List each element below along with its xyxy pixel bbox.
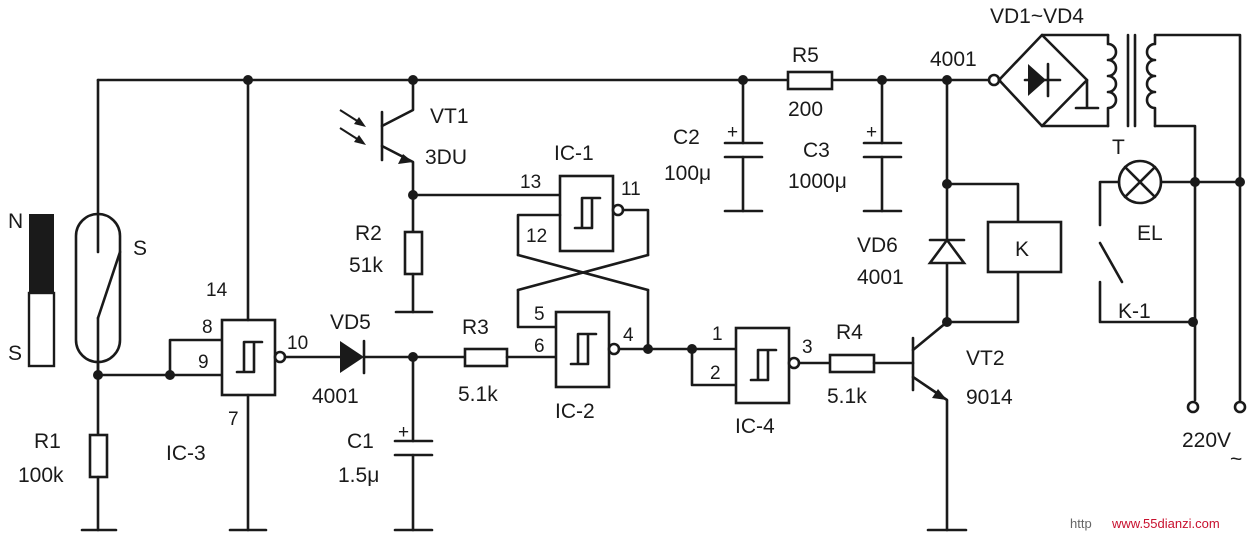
c1-value: 1.5μ	[338, 464, 379, 487]
phototransistor-vt1: VT1 3DU	[339, 75, 469, 197]
diode-vd5: VD5 4001	[312, 311, 467, 408]
transistor-vt2: VT2 9014	[911, 320, 1013, 532]
r5-name: R5	[792, 44, 819, 67]
r3-name: R3	[462, 316, 489, 339]
vd5-type: 4001	[312, 385, 359, 408]
ic1-pin13: 13	[520, 172, 541, 193]
c2-plus: +	[727, 122, 738, 143]
vd6-name: VD6	[857, 234, 898, 257]
reed-switch-label: S	[133, 237, 147, 260]
watermark: http www.55dianzi.com	[1070, 516, 1220, 531]
vd6-type: 4001	[857, 266, 904, 289]
transformer-label: T	[1112, 136, 1125, 159]
c1-plus: +	[398, 422, 409, 443]
magnet: N S	[8, 210, 56, 368]
resistor-r4: R4 5.1k	[827, 321, 915, 408]
magnet-north-label: N	[8, 210, 23, 233]
r2-value: 51k	[349, 254, 383, 277]
ic2-pin6: 6	[534, 336, 545, 357]
r1-name: R1	[34, 430, 61, 453]
ic4-pin1: 1	[712, 324, 723, 345]
ic2-pin5: 5	[534, 304, 545, 325]
capacitor-c3: + C3 1000μ	[788, 75, 903, 213]
ic3-label: IC-3	[166, 442, 206, 465]
mains-terminals: 220V ~	[1182, 400, 1247, 471]
ic1-label: IC-1	[554, 142, 594, 165]
resistor-r3: R3 5.1k	[458, 316, 558, 406]
relay-k-label: K	[1015, 238, 1029, 261]
lamp-el: EL	[1098, 159, 1245, 245]
bridge-name: VD1~VD4	[990, 5, 1084, 28]
resistor-r5: R5 200	[786, 44, 834, 121]
vd5-name: VD5	[330, 311, 371, 334]
c3-plus: +	[866, 122, 877, 143]
ic3-pin10: 10	[287, 333, 308, 354]
c1-name: C1	[347, 430, 374, 453]
c2-name: C2	[673, 126, 700, 149]
ic3-pin8: 8	[202, 317, 213, 338]
junction-dot	[243, 75, 253, 85]
ac-symbol: ~	[1230, 448, 1242, 471]
resistor-r2: R2 51k	[349, 190, 434, 314]
r2-name: R2	[355, 222, 382, 245]
c2-value: 100μ	[664, 162, 711, 185]
ic2-label: IC-2	[555, 400, 595, 423]
r1-value: 100k	[18, 464, 64, 487]
schmitt-gate-ic3: 14 8 9 10 7 IC-3	[165, 75, 342, 532]
capacitor-c1: + C1 1.5μ	[338, 352, 434, 532]
vt1-type: 3DU	[425, 146, 467, 169]
relay-coil-k: K	[986, 220, 1063, 274]
schmitt-gate-ic1: 13 12 11 IC-1	[411, 142, 650, 257]
watermark-text: www.55dianzi.com	[1111, 516, 1220, 531]
watermark-prefix: http	[1070, 516, 1092, 531]
diode-vd6: VD6 4001	[857, 234, 967, 289]
ic4-pin3: 3	[802, 337, 813, 358]
relay-contact-k1: K-1	[1098, 180, 1198, 402]
capacitor-c2: + C2 100μ	[664, 75, 764, 213]
resistor-r1: R1 100k	[18, 430, 118, 532]
ic4-label: IC-4	[735, 415, 775, 438]
ic2-pin4: 4	[623, 325, 634, 346]
vt1-name: VT1	[430, 105, 469, 128]
junction-dot	[165, 370, 175, 380]
junction-dot	[1188, 317, 1198, 327]
mains-label: 220V	[1182, 429, 1231, 452]
r3-value: 5.1k	[458, 383, 498, 406]
ic1-pin12: 12	[526, 226, 547, 247]
vt2-name: VT2	[966, 347, 1005, 370]
crossover-wire	[516, 253, 650, 292]
ic3-pin9: 9	[198, 352, 209, 373]
transformer-t: T	[1106, 33, 1242, 404]
reed-switch: S	[74, 212, 147, 364]
magnet-south-label: S	[8, 342, 22, 365]
ic3-pin7: 7	[228, 409, 239, 430]
relay-branch	[942, 75, 1020, 327]
schmitt-gate-ic2: 5 6 4 IC-2	[516, 288, 694, 423]
junction-dot	[643, 344, 653, 354]
junction-dot	[408, 75, 418, 85]
r5-value: 200	[788, 98, 823, 121]
junction-dot	[93, 370, 103, 380]
bridge-type: 4001	[930, 48, 977, 71]
bridge-rectifier: 4001 VD1~VD4	[930, 5, 1110, 128]
schmitt-gate-ic4: 1 2 3 IC-4	[687, 324, 832, 438]
lamp-label: EL	[1137, 222, 1163, 245]
k1-label: K-1	[1118, 300, 1151, 323]
ic3-pin14: 14	[206, 280, 228, 301]
ic4-pin2: 2	[710, 363, 721, 384]
c3-value: 1000μ	[788, 170, 847, 193]
junction-dot	[1235, 177, 1245, 187]
r4-value: 5.1k	[827, 385, 867, 408]
ic1-pin11: 11	[621, 179, 641, 200]
c3-name: C3	[803, 139, 830, 162]
vt2-type: 9014	[966, 386, 1013, 409]
r4-name: R4	[836, 321, 863, 344]
